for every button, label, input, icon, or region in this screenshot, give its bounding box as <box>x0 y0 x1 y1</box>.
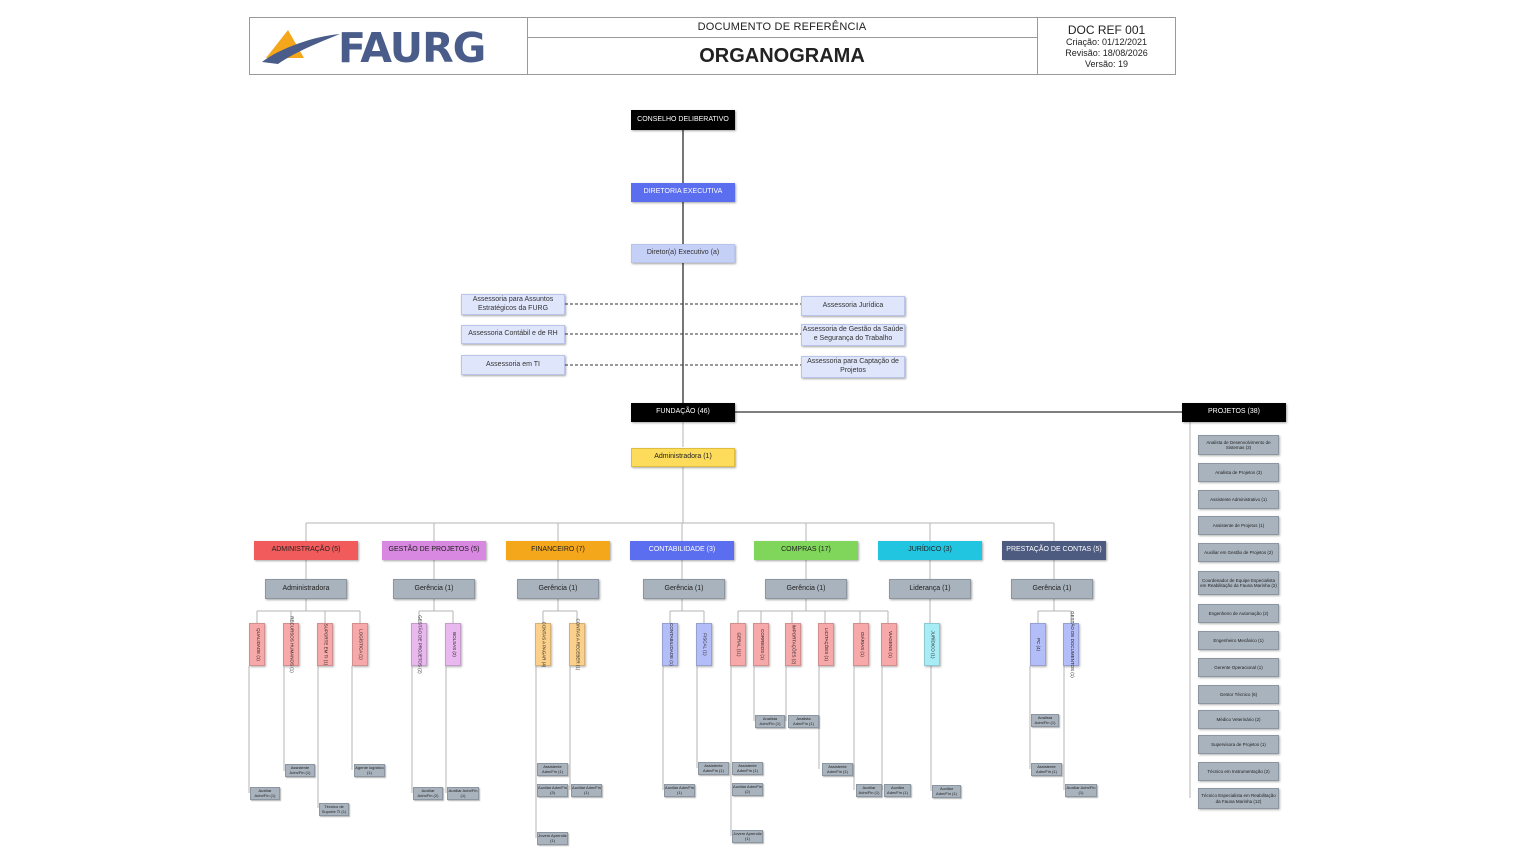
fundacao-box: FUNDAÇÃO (46) <box>631 403 735 422</box>
manager-administracao: Administradora <box>265 579 347 599</box>
staff-box: Auxiliar Adm/Fin (1) <box>250 787 280 800</box>
staff-box: Auxiliar Adm/Fin (1) <box>884 784 911 797</box>
projeto-role: Engenheiro de Automação (2) <box>1198 604 1279 623</box>
projeto-role: Engenheiro Mecânico (1) <box>1198 631 1279 650</box>
dept-gestao-projetos: GESTÃO DE PROJETOS (5) <box>382 541 486 560</box>
manager-prestacao-contas: Gerência (1) <box>1011 579 1093 599</box>
assessoria-juridica-box: Assessoria Jurídica <box>801 296 905 316</box>
projeto-role: Assistente Administrativo (1) <box>1198 490 1279 509</box>
manager-gestao-projetos: Gerência (1) <box>393 579 475 599</box>
diretoria-executiva-box: DIRETORIA EXECUTIVA <box>631 183 735 202</box>
sector-contas-receber: CONTAS A RECEBER (1) <box>569 619 585 670</box>
sector-viagens: VIAGENS (1) <box>881 623 897 666</box>
sector-recursos-humanos: RECURSOS HUMANOS (1) <box>283 616 299 673</box>
sector-logistica: LOGÍSTICA (1) <box>352 623 368 666</box>
staff-box: Assistente Adm/Fin (1) <box>822 763 853 776</box>
sector-diarias: DIÁRIAS (1) <box>853 623 869 666</box>
assessoria-saude-box: Assessoria de Gestão da Saúde e Seguranç… <box>801 324 905 346</box>
projeto-role: Auxiliar em Gestão de Projetos (2) <box>1198 543 1279 562</box>
manager-contabilidade: Gerência (1) <box>643 579 725 599</box>
sector-contabilidade: CONTABILIDADE (1) <box>662 623 678 666</box>
dept-compras: COMPRAS (17) <box>754 541 858 560</box>
sector-fiscal: FISCAL (1) <box>696 623 712 666</box>
created-date: Criação: 01/12/2021 <box>1065 37 1148 47</box>
projeto-role: Coordenador de Equipe Especialista em Re… <box>1198 571 1279 595</box>
sector-gestao-documentos: GESTÃO DE DOCUMENTOS (1) <box>1063 611 1079 678</box>
projeto-role: Gestor Técnico (6) <box>1198 685 1279 704</box>
conselho-deliberativo-box: CONSELHO DELIBERATIVO <box>631 110 735 130</box>
projetos-box: PROJETOS (38) <box>1182 403 1286 422</box>
staff-box: Analista Adm/Fin (1) <box>788 715 819 728</box>
projeto-role: Assistente de Projetos (1) <box>1198 516 1279 535</box>
sector-pc: PC (4) <box>1030 623 1046 666</box>
staff-box: Auxiliar Adm/Fin (1) <box>664 784 695 797</box>
diretor-executivo-box: Diretor(a) Executivo (a) <box>631 244 735 263</box>
staff-box: Auxiliar Adm/Fin (2) <box>732 783 763 796</box>
sector-qualidade: QUALIDADE (1) <box>249 623 265 666</box>
staff-box: Auxiliar Adm/Fin (2) <box>413 787 443 800</box>
staff-box: Assistente Adm/Fin (1) <box>698 762 729 775</box>
doc-title: ORGANOGRAMA <box>699 45 865 67</box>
staff-box: Jovem Aprendiz (1) <box>537 832 568 845</box>
doc-ref: DOC REF 001 <box>1067 23 1146 37</box>
sector-correios: CORREIOS (1) <box>753 623 769 666</box>
logo-text: FAURG <box>338 24 486 72</box>
title-cell: DOCUMENTO DE REFERÊNCIA ORGANOGRAMA <box>527 18 1038 74</box>
sector-suporte-ti: SUPORTE EM TI (1) <box>317 623 333 666</box>
manager-financeiro: Gerência (1) <box>517 579 599 599</box>
sector-importacoes: IMPORTAÇÕES (2) <box>785 623 801 666</box>
staff-box: Auxiliar Adm/Fin (1) <box>447 787 479 800</box>
dept-contabilidade: CONTABILIDADE (3) <box>630 541 734 560</box>
staff-box: Auxiliar Adm/Fin (1) <box>932 785 961 798</box>
meta-cell: DOC REF 001 Criação: 01/12/2021 Revisão:… <box>1038 18 1175 74</box>
sector-bolsas: BOLSAS (2) <box>445 623 461 666</box>
dept-administracao: ADMINISTRAÇÃO (5) <box>254 541 358 560</box>
version: Versão: 19 <box>1084 59 1129 69</box>
projeto-role: Analista de Projetos (3) <box>1198 463 1279 482</box>
revised-date: Revisão: 18/08/2026 <box>1065 48 1148 58</box>
logo-cell: FAURG <box>250 18 528 74</box>
dept-prestacao-contas: PRESTAÇÃO DE CONTAS (5) <box>1002 541 1106 560</box>
assessoria-estrategicos-box: Assessoria para Assuntos Estratégicos da… <box>461 294 565 315</box>
dept-juridico: JURÍDICO (3) <box>878 541 982 560</box>
staff-box: Auxiliar Adm/Fin (1) <box>856 784 882 797</box>
staff-box: Agente logístico (1) <box>354 764 385 777</box>
staff-box: Assistente Adm/Fin (1) <box>732 762 763 775</box>
staff-box: Assistente Adm/Fin (1) <box>537 763 568 776</box>
sector-geral: GERAL (11) <box>730 623 746 666</box>
projeto-role: Gerente Operacional (1) <box>1198 658 1279 677</box>
staff-box: Auxiliar Adm/Fin (1) <box>1065 784 1097 797</box>
assessoria-contabil-box: Assessoria Contábil e de RH <box>461 325 565 344</box>
staff-box: Assistente Adm/Fin (1) <box>1031 763 1062 776</box>
staff-box: Assistente Adm/Fin (1) <box>285 764 315 777</box>
projeto-role: Médico Veterinário (2) <box>1198 710 1279 729</box>
sector-gestao-projetos: GESTÃO DE PROJETOS (2) <box>411 615 427 674</box>
staff-box: Jovem Aprendiz (1) <box>732 830 763 843</box>
sector-contas-pagar: CONTAS A PAGAR (4) <box>535 622 551 667</box>
manager-juridico: Liderança (1) <box>889 579 971 599</box>
assessoria-captacao-box: Assessoria para Captação de Projetos <box>801 356 905 378</box>
projeto-role: Técnico em Instrumentação (2) <box>1198 762 1279 781</box>
sector-juridico: JURÍDICO (1) <box>924 623 940 666</box>
staff-box: Auxiliar Adm/Fin (3) <box>537 784 568 797</box>
assessoria-ti-box: Assessoria em TI <box>461 355 565 375</box>
staff-box: Técnico de Suporte TI (1) <box>319 803 349 816</box>
administradora-box: Administradora (1) <box>631 448 735 467</box>
projeto-role: Supervisora de Projetos (1) <box>1198 735 1279 754</box>
doc-type: DOCUMENTO DE REFERÊNCIA <box>527 18 1037 38</box>
staff-box: Analista Adm/Fin (1) <box>755 715 785 728</box>
staff-box: Analista Adm/Fin (1) <box>1031 714 1059 727</box>
dept-financeiro: FINANCEIRO (7) <box>506 541 610 560</box>
faurg-logo-icon <box>262 30 340 64</box>
sector-licitacoes: LICITAÇÕES (1) <box>818 623 834 666</box>
projeto-role: Analista de Desenvolvimento de Sistemas … <box>1198 435 1279 455</box>
manager-compras: Gerência (1) <box>765 579 847 599</box>
document-header: FAURG DOCUMENTO DE REFERÊNCIA ORGANOGRAM… <box>249 17 1176 75</box>
staff-box: Auxiliar Adm/Fin (1) <box>571 784 602 797</box>
projeto-role: Técnico Especialista em Reabilitação da … <box>1198 788 1279 809</box>
